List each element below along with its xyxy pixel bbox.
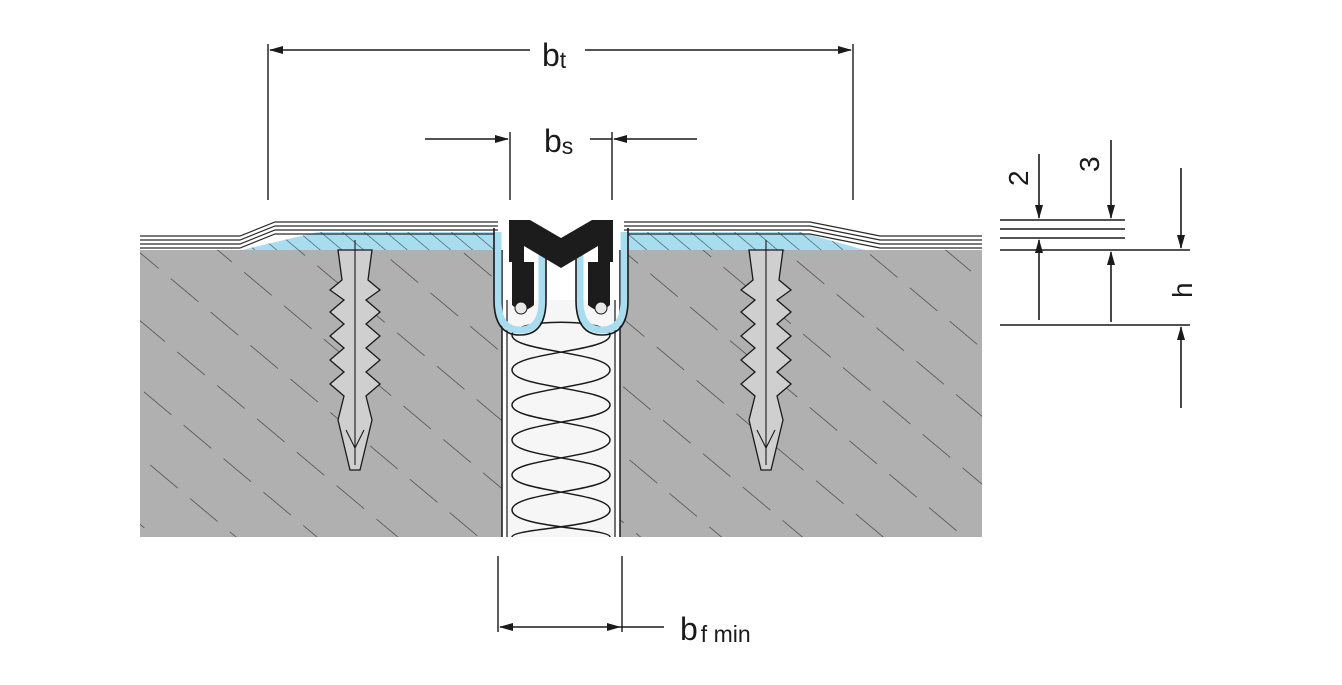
label-bt-sub: t (560, 47, 567, 73)
joint-filler (506, 300, 616, 538)
profile-channels (493, 228, 629, 336)
label-dim-h: h (1167, 282, 1198, 298)
label-dim-3: 3 (1074, 156, 1105, 172)
dimension-bt: bt (267, 37, 854, 200)
label-bs-main: b (544, 123, 562, 159)
label-dim-2: 2 (1003, 170, 1034, 186)
concrete-substrate (140, 250, 982, 537)
elastomer-seal (509, 220, 613, 315)
label-bt-main: b (542, 37, 560, 73)
anchor-right (739, 240, 793, 471)
anchor-left (328, 240, 382, 471)
concrete-right-hatch (620, 250, 982, 537)
concrete-left-hatch (140, 250, 502, 537)
dimension-thickness: 2 3 h (1000, 140, 1198, 408)
label-bs-sub: s (562, 133, 574, 159)
label-bfmin-sub: f min (701, 621, 751, 647)
label-bt: bt (542, 37, 567, 73)
adhesive-bedding (242, 232, 865, 250)
label-bs: bs (544, 123, 573, 159)
profile-base-plates (140, 221, 982, 249)
label-bfmin-main: b (680, 611, 698, 647)
dimension-bs: bs (425, 123, 697, 200)
